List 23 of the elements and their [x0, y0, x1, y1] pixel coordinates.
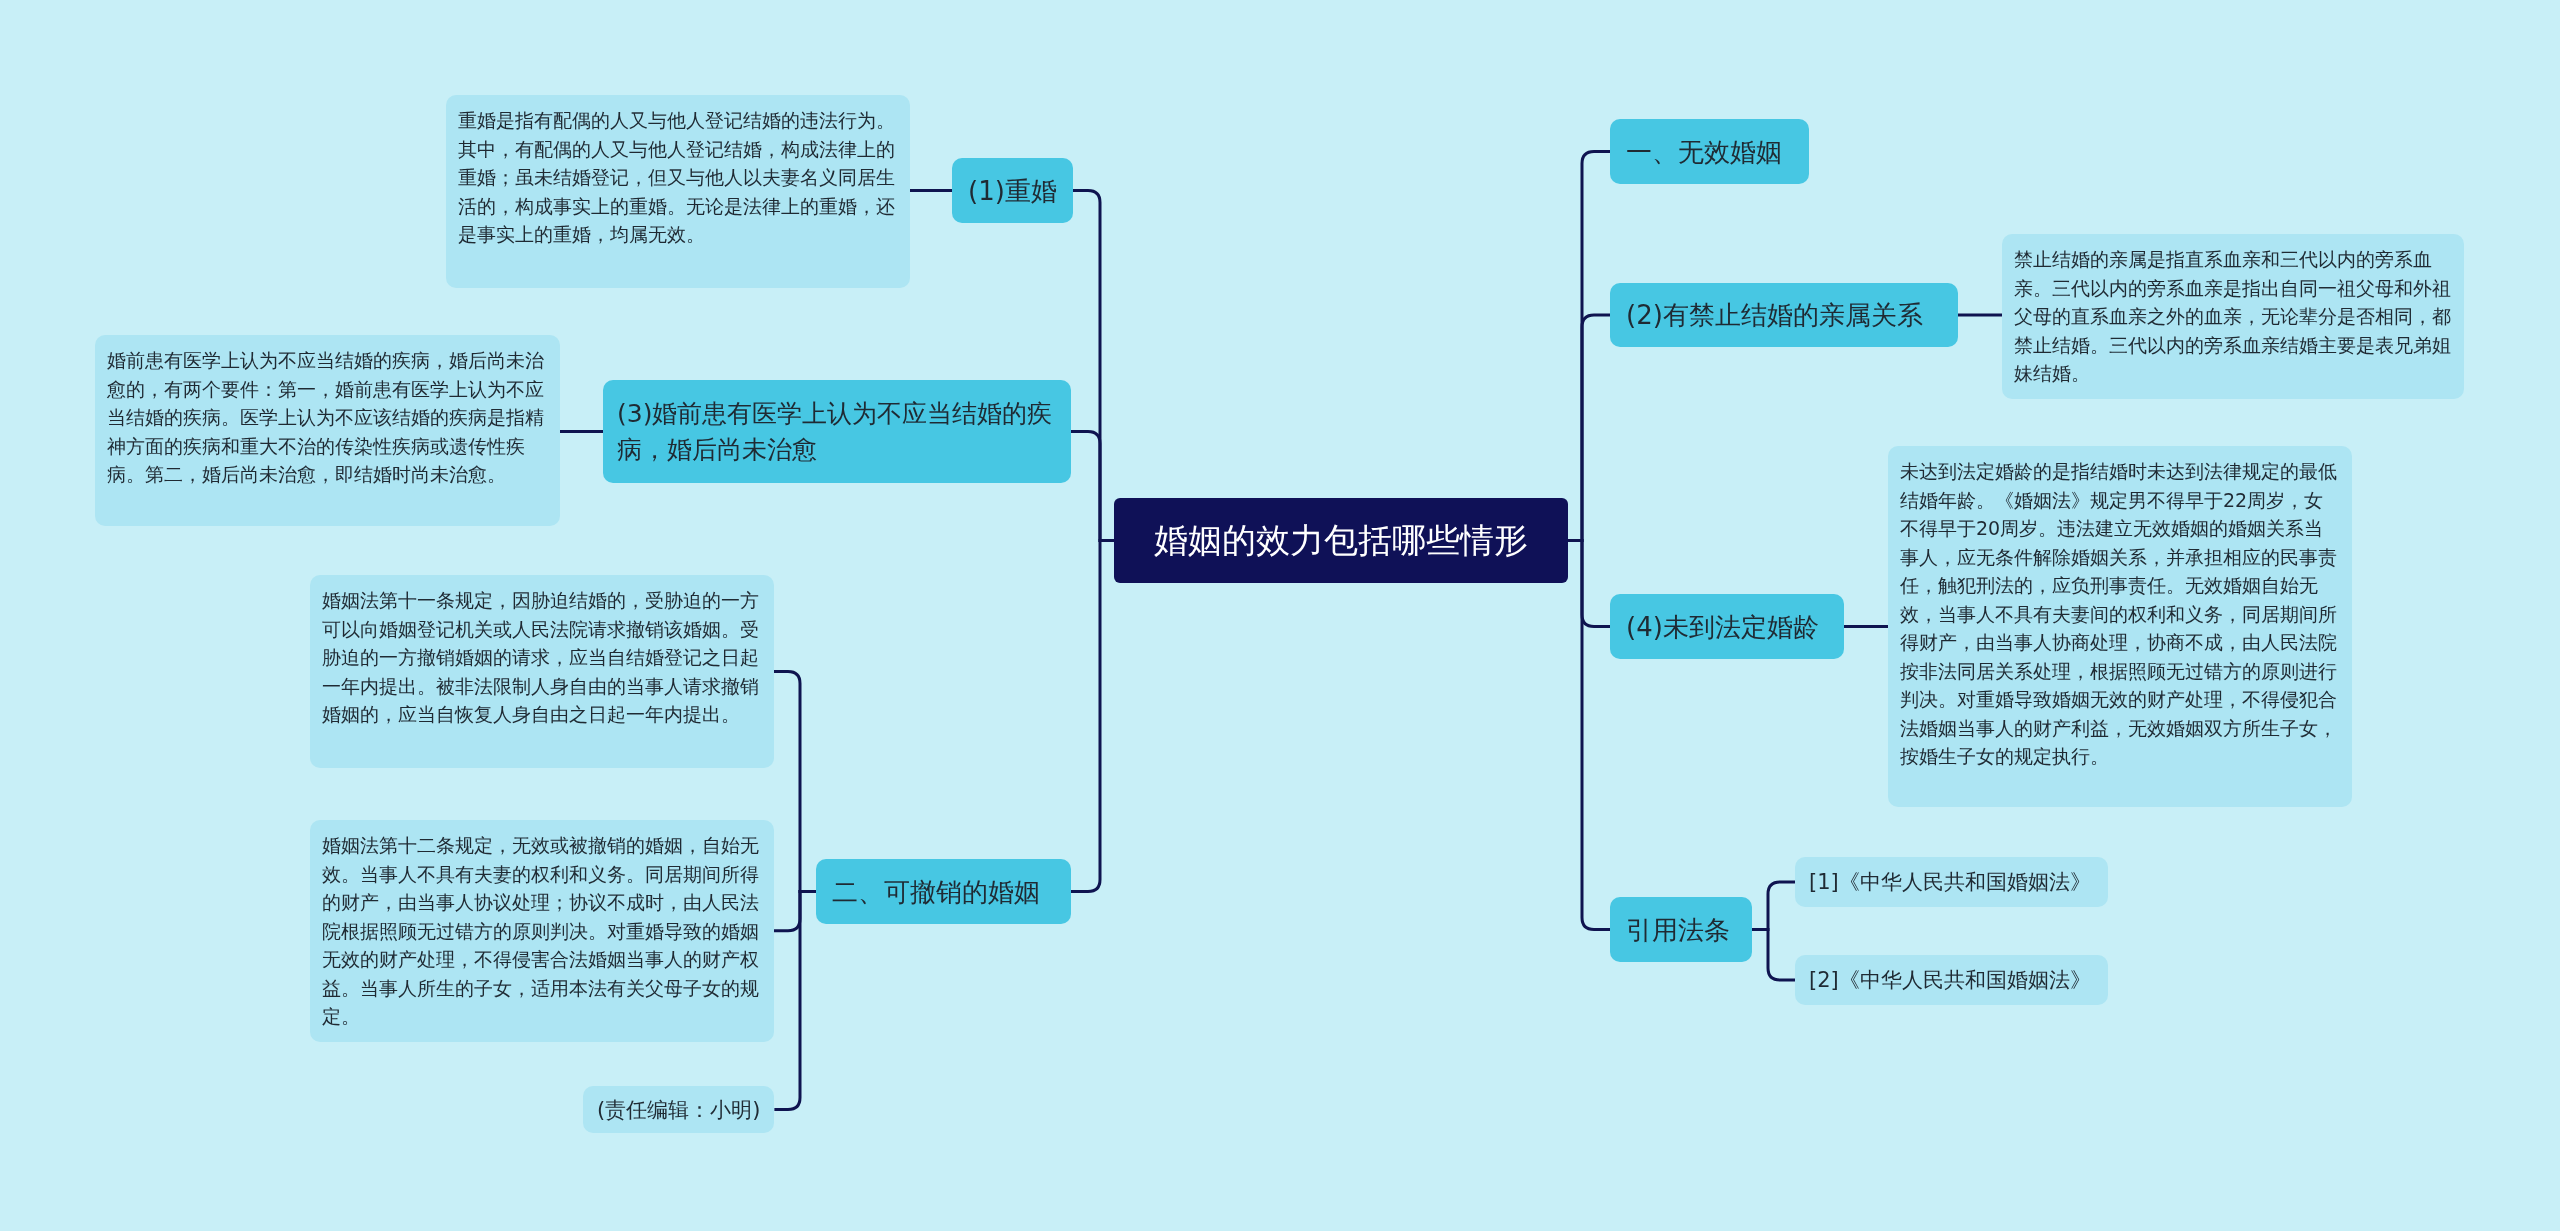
topic-box: (2)有禁止结婚的亲属关系 [1610, 283, 1958, 347]
topic-box: (3)婚前患有医学上认为不应当结婚的疾病，婚后尚未治愈 [603, 380, 1071, 483]
note-box: 婚前患有医学上认为不应当结婚的疾病，婚后尚未治愈的，有两个要件：第一，婚前患有医学上认为不应当结婚的疾病。医学上认为不应该结婚的疾病是指精神方面的疾病和重大不治的传染性疾病或遗传性疾病。第二，婚后尚未治愈，即结婚时尚未治愈。 [95, 335, 560, 526]
note-box: (责任编辑：小明) [583, 1086, 775, 1133]
connector-line [1958, 313, 2002, 317]
central-topic: 婚姻的效力包括哪些情形 [1114, 498, 1568, 583]
note-box: 未达到法定婚龄的是指结婚时未达到法律规定的最低结婚年龄。《婚姻法》规定男不得早于22周岁，女不得早于20周岁。违法建立无效婚姻的婚姻关系当事人，应无条件解除婚姻关系，并承担相应的民事责任，触犯刑法的，应负刑事责任。无效婚姻自始无效，当事人不具有夫妻间的权利和义务，同居期间所得财产，由当事人协商处理，协商不成，由人民法院按非法同居关系处理，根据照顾无过错方的原则进行判决。对重婚导致婚姻无效的财产处理，不得侵犯合法婚姻当事人的财产利益，无效婚姻双方所生子女，按婚生子女的规定执行。 [1888, 446, 2352, 807]
note-box: [1]《中华人民共和国婚姻法》 [1795, 857, 2108, 907]
note-box: [2]《中华人民共和国婚姻法》 [1795, 955, 2108, 1005]
connector-line [910, 189, 952, 192]
topic-box: (4)未到法定婚龄 [1610, 594, 1844, 659]
note-box: 禁止结婚的亲属是指直系血亲和三代以内的旁系血亲。三代以内的旁系血亲是指出自同一祖父母和外祖父母的直系血亲之外的血亲，无论辈分是否相同，都禁止结婚。三代以内的旁系血亲结婚主要是表兄弟姐妹结婚。 [2002, 234, 2464, 399]
topic-box: 一、无效婚姻 [1610, 119, 1809, 184]
note-box: 婚姻法第十一条规定，因胁迫结婚的，受胁迫的一方可以向婚姻登记机关或人民法院请求撤销该婚姻。受胁迫的一方撤销婚姻的请求，应当自结婚登记之日起一年内提出。被非法限制人身自由的当事人请求撤销婚姻的，应当自恢复人身自由之日起一年内提出。 [310, 575, 774, 768]
topic-box: 二、可撤销的婚姻 [816, 859, 1071, 924]
connector-line [1752, 928, 1795, 982]
note-box: 婚姻法第十二条规定，无效或被撤销的婚姻，自始无效。当事人不具有夫妻的权利和义务。同居期间所得的财产，由当事人协议处理；协议不成时，由人民法院根据照顾无过错方的原则判决。对重婚导致的婚姻无效的财产处理，不得侵害合法婚姻当事人的财产权益。当事人所生的子女，适用本法有关父母子女的规定。 [310, 820, 774, 1042]
connector-line [560, 430, 603, 433]
connector-line [774, 890, 816, 1111]
topic-box: 引用法条 [1610, 897, 1752, 962]
note-box: 重婚是指有配偶的人又与他人登记结婚的违法行为。其中，有配偶的人又与他人登记结婚，构成法律上的重婚；虽未结婚登记，但又与他人以夫妻名义同居生活的，构成事实上的重婚。无论是法律上的重婚，还是事实上的重婚，均属无效。 [446, 95, 910, 288]
connector-line [1844, 625, 1888, 628]
topic-box: (1)重婚 [952, 158, 1073, 223]
